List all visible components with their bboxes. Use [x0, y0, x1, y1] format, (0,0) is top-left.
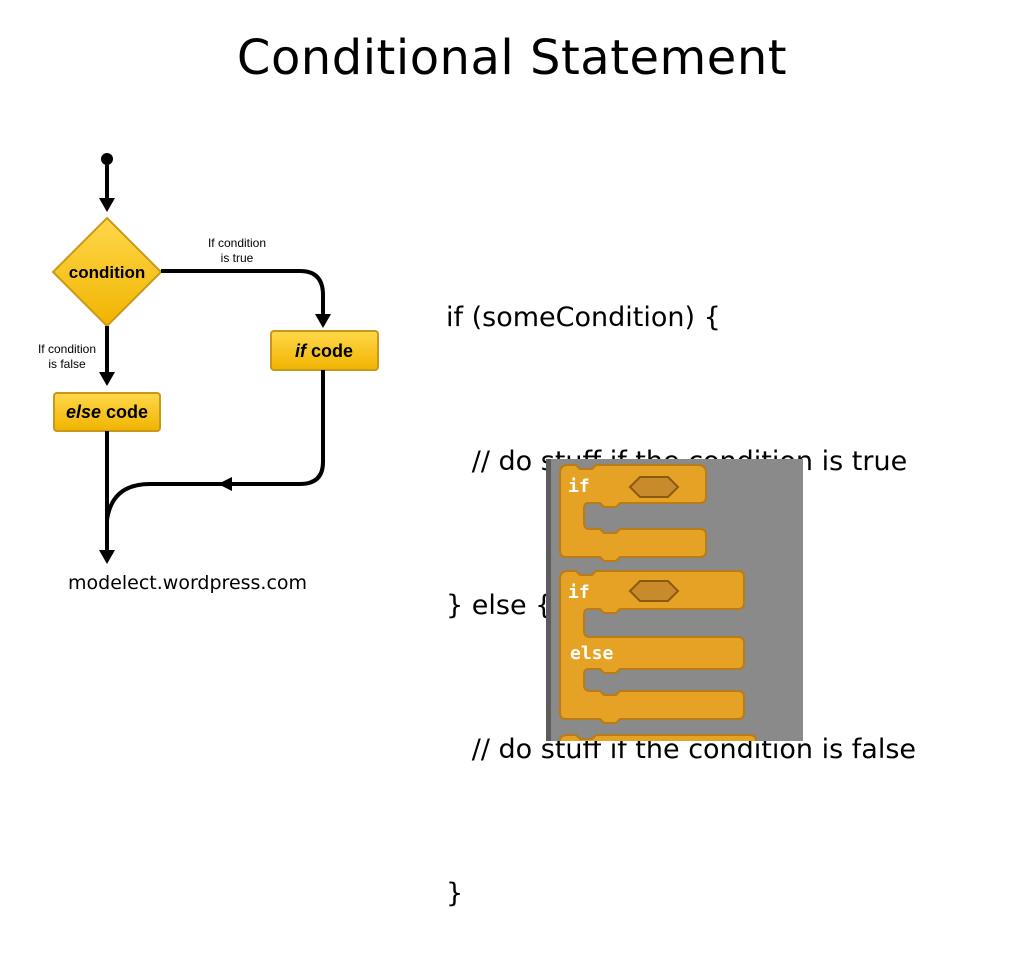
if-else-block-if-label: if	[568, 582, 590, 603]
start-arrowhead	[99, 198, 115, 212]
true-branch-line	[161, 269, 325, 318]
if-else-block-else-label: else	[570, 643, 614, 664]
slide-title: Conditional Statement	[236, 30, 788, 86]
code-line: } else {	[446, 590, 553, 621]
scratch-blocks-panel: if if else	[546, 459, 803, 741]
merge-arrowhead-mid	[218, 477, 232, 491]
condition-slot	[628, 476, 680, 498]
scratch-if-block: if	[559, 464, 707, 562]
condition-slot	[628, 580, 680, 602]
code-line: }	[446, 878, 464, 909]
code-line: if (someCondition) {	[446, 302, 721, 333]
true-branch-arrowhead	[315, 314, 331, 328]
image-credit: modelect.wordpress.com	[68, 572, 308, 594]
false-branch-label-1: If condition	[38, 342, 96, 356]
end-arrowhead	[99, 550, 115, 564]
scratch-if-else-block: if else	[559, 570, 745, 724]
true-branch-label-1: If condition	[208, 236, 266, 250]
false-branch-arrowhead	[99, 372, 115, 386]
scratch-blocks-svg: if if else	[559, 464, 757, 741]
code-line: // do stuff if the condition is false	[446, 734, 916, 765]
true-branch-label-2: is true	[221, 251, 254, 265]
if-block-label: if	[568, 476, 590, 497]
false-branch-label-2: is false	[48, 357, 86, 371]
condition-label: condition	[69, 263, 145, 282]
scratch-next-block	[559, 734, 757, 741]
panel-edge	[546, 459, 551, 741]
